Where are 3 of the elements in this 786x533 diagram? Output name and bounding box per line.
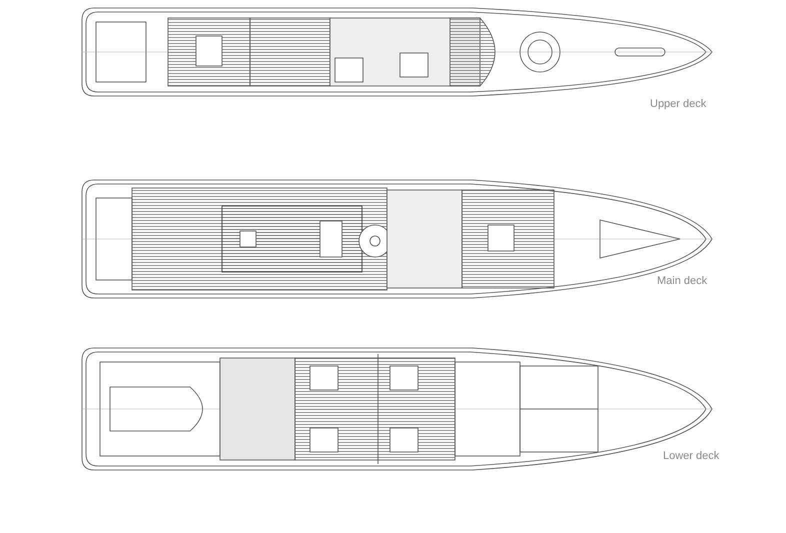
- deck-label: Lower deck: [663, 450, 720, 462]
- deck-label: Upper deck: [650, 98, 706, 110]
- deck-label: Main deck: [657, 275, 708, 287]
